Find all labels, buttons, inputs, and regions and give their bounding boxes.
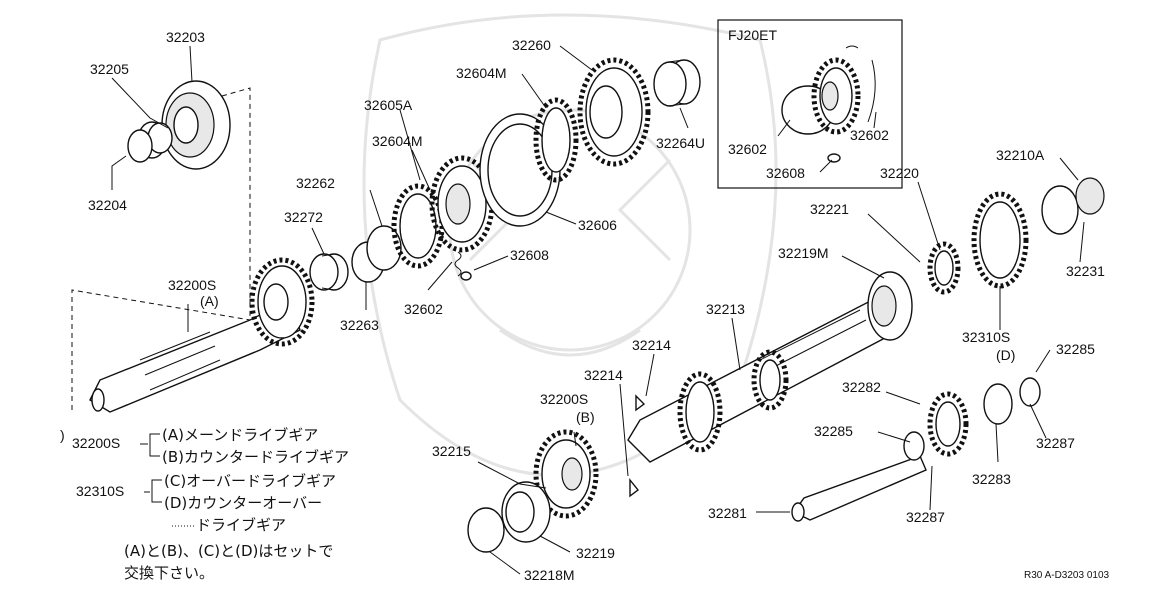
label-32200S-B-suffix: (B)	[576, 409, 595, 425]
label-32287-b: 32287	[906, 509, 945, 525]
label-32204: 32204	[88, 197, 127, 213]
label-32608-b: 32608	[766, 165, 805, 181]
label-32310S-suffix: (D)	[996, 347, 1015, 363]
label-32605A: 32605A	[364, 97, 413, 113]
legend-note-line2: 交換下さい。	[124, 564, 214, 582]
variant-box-title: FJ20ET	[728, 27, 777, 43]
shim-32218M	[467, 507, 505, 553]
legend-group1-item-a: (A)メーンドライブギア	[162, 426, 318, 444]
legend-group1-code: 32200S	[72, 435, 120, 451]
label-32203: 32203	[166, 29, 205, 45]
label-32287-a: 32287	[1036, 435, 1075, 451]
label-32231: 32231	[1066, 263, 1105, 279]
diagram-reference-code: R30 A-D3203 0103	[1024, 570, 1110, 581]
label-32218M: 32218M	[524, 567, 575, 583]
label-32602-c: 32602	[850, 127, 889, 143]
counter-shaft	[627, 177, 1105, 463]
leader-lines	[111, 45, 1085, 575]
label-32260: 32260	[512, 37, 551, 53]
label-32602-a: 32602	[404, 301, 443, 317]
legend: ) 32200S (A)メーンドライブギア (B)カウンタードライブギア 323…	[60, 426, 349, 582]
woodruff-key-32214b	[635, 394, 646, 412]
label-32608-a: 32608	[510, 247, 549, 263]
label-32219: 32219	[576, 545, 615, 561]
label-32200S-A-suffix: (A)	[200, 293, 219, 309]
reverse-idler-shaft	[791, 377, 1041, 522]
fj20et-variant-box	[717, 19, 903, 189]
label-32604M-a: 32604M	[372, 133, 423, 149]
gear-32260	[577, 57, 651, 167]
label-32213: 32213	[706, 301, 745, 317]
label-32214-a: 32214	[632, 337, 671, 353]
label-32606: 32606	[578, 217, 617, 233]
legend-note-line1: (A)と(B)、(C)と(D)はセットで	[124, 542, 333, 560]
label-32281: 32281	[708, 505, 747, 521]
label-32272: 32272	[284, 209, 323, 225]
needle-bearing-32264U	[653, 59, 701, 107]
needle-bearing-32272	[309, 253, 349, 291]
label-32604M-b: 32604M	[456, 65, 507, 81]
label-32219M: 32219M	[778, 245, 829, 261]
synchronizer-hub-assembly	[391, 97, 579, 269]
spring-32602	[454, 251, 462, 277]
label-32200S-B: 32200S	[540, 391, 588, 407]
label-32310S: 32310S	[962, 329, 1010, 345]
legend-group2-code: 32310S	[76, 483, 124, 499]
label-32200S-A: 32200S	[168, 277, 216, 293]
legend-group2-item-c: (C)オーバードライブギア	[164, 472, 336, 490]
label-32215: 32215	[432, 443, 471, 459]
label-32285-a: 32285	[1056, 341, 1095, 357]
shifting-insert-32608	[460, 271, 472, 281]
label-32282: 32282	[842, 379, 881, 395]
bearing-32219	[501, 481, 551, 543]
label-32205: 32205	[90, 61, 129, 77]
label-32283: 32283	[972, 471, 1011, 487]
legend-group2-item-d: (D)カウンターオーバー	[164, 494, 322, 512]
label-32263: 32263	[340, 317, 379, 333]
legend-group2-item-d-cont: ドライブギア	[196, 516, 286, 534]
label-32262: 32262	[296, 175, 335, 191]
woodruff-key-32214	[629, 478, 639, 498]
counter-drive-gear-B	[533, 429, 599, 519]
label-32602-b: 32602	[728, 141, 767, 157]
bearing-32203-assembly	[127, 80, 231, 170]
legend-stray-mark: )	[60, 427, 65, 443]
label-32285-b: 32285	[814, 423, 853, 439]
label-32220: 32220	[880, 165, 919, 181]
label-32214-b: 32214	[584, 367, 623, 383]
legend-group1-item-b: (B)カウンタードライブギア	[162, 448, 349, 466]
main-drive-shaft	[89, 257, 315, 413]
label-32221: 32221	[810, 201, 849, 217]
label-32264U: 32264U	[656, 135, 705, 151]
label-32210A: 32210A	[996, 147, 1045, 163]
